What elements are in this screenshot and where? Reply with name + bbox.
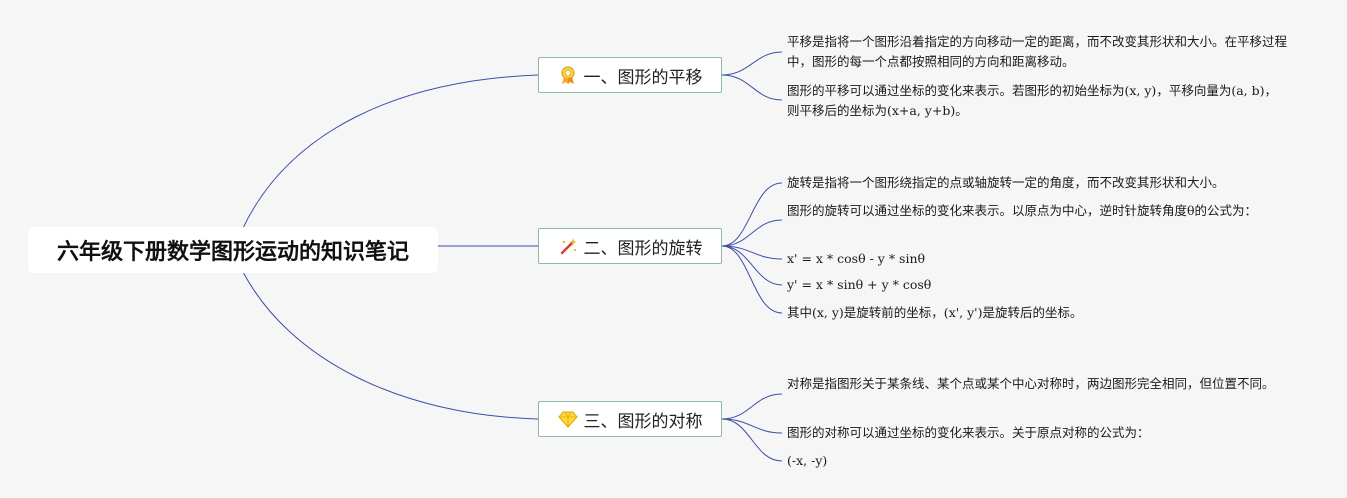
branch-translation[interactable]: 一、图形的平移 (538, 57, 722, 93)
branch-label: 一、图形的平移 (583, 67, 703, 88)
magic-wand-icon (558, 236, 578, 256)
root-topic[interactable]: 六年级下册数学图形运动的知识笔记 (28, 227, 438, 273)
branch-label: 二、图形的旋转 (583, 238, 703, 259)
leaf-rotation-formula-x: x' = x * cosθ - y * sinθ (787, 251, 926, 266)
leaf-translation-formula: 图形的平移可以通过坐标的变化来表示。若图形的初始坐标为(x, y)，平移向量为(… (787, 83, 1277, 118)
branch-rotation[interactable]: 二、图形的旋转 (538, 228, 722, 264)
leaf-symmetry-formula-intro: 图形的对称可以通过坐标的变化来表示。关于原点对称的公式为： (787, 425, 1150, 440)
branch-symmetry[interactable]: 三、图形的对称 (538, 401, 722, 437)
leaf-rotation-formula-intro: 图形的旋转可以通过坐标的变化来表示。以原点为中心，逆时针旋转角度θ的公式为： (787, 203, 1258, 218)
leaf-translation-definition: 平移是指将一个图形沿着指定的方向移动一定的距离，而不改变其形状和大小。在平移过程… (787, 34, 1288, 69)
root-title: 六年级下册数学图形运动的知识笔记 (56, 240, 409, 265)
award-ribbon-icon (558, 65, 578, 85)
leaf-symmetry-formula: (-x, -y) (787, 453, 828, 468)
leaf-rotation-formula-y: y' = x * sinθ + y * cosθ (787, 277, 932, 292)
branch-label: 三、图形的对称 (583, 411, 703, 432)
leaf-rotation-note: 其中(x, y)是旋转前的坐标，(x', y')是旋转后的坐标。 (787, 305, 1083, 320)
diamond-icon (557, 409, 578, 429)
leaf-rotation-definition: 旋转是指将一个图形绕指定的点或轴旋转一定的角度，而不改变其形状和大小。 (787, 175, 1225, 190)
leaf-symmetry-definition: 对称是指图形关于某条线、某个点或某个中心对称时，两边图形完全相同，但位置不同。 (787, 376, 1275, 391)
